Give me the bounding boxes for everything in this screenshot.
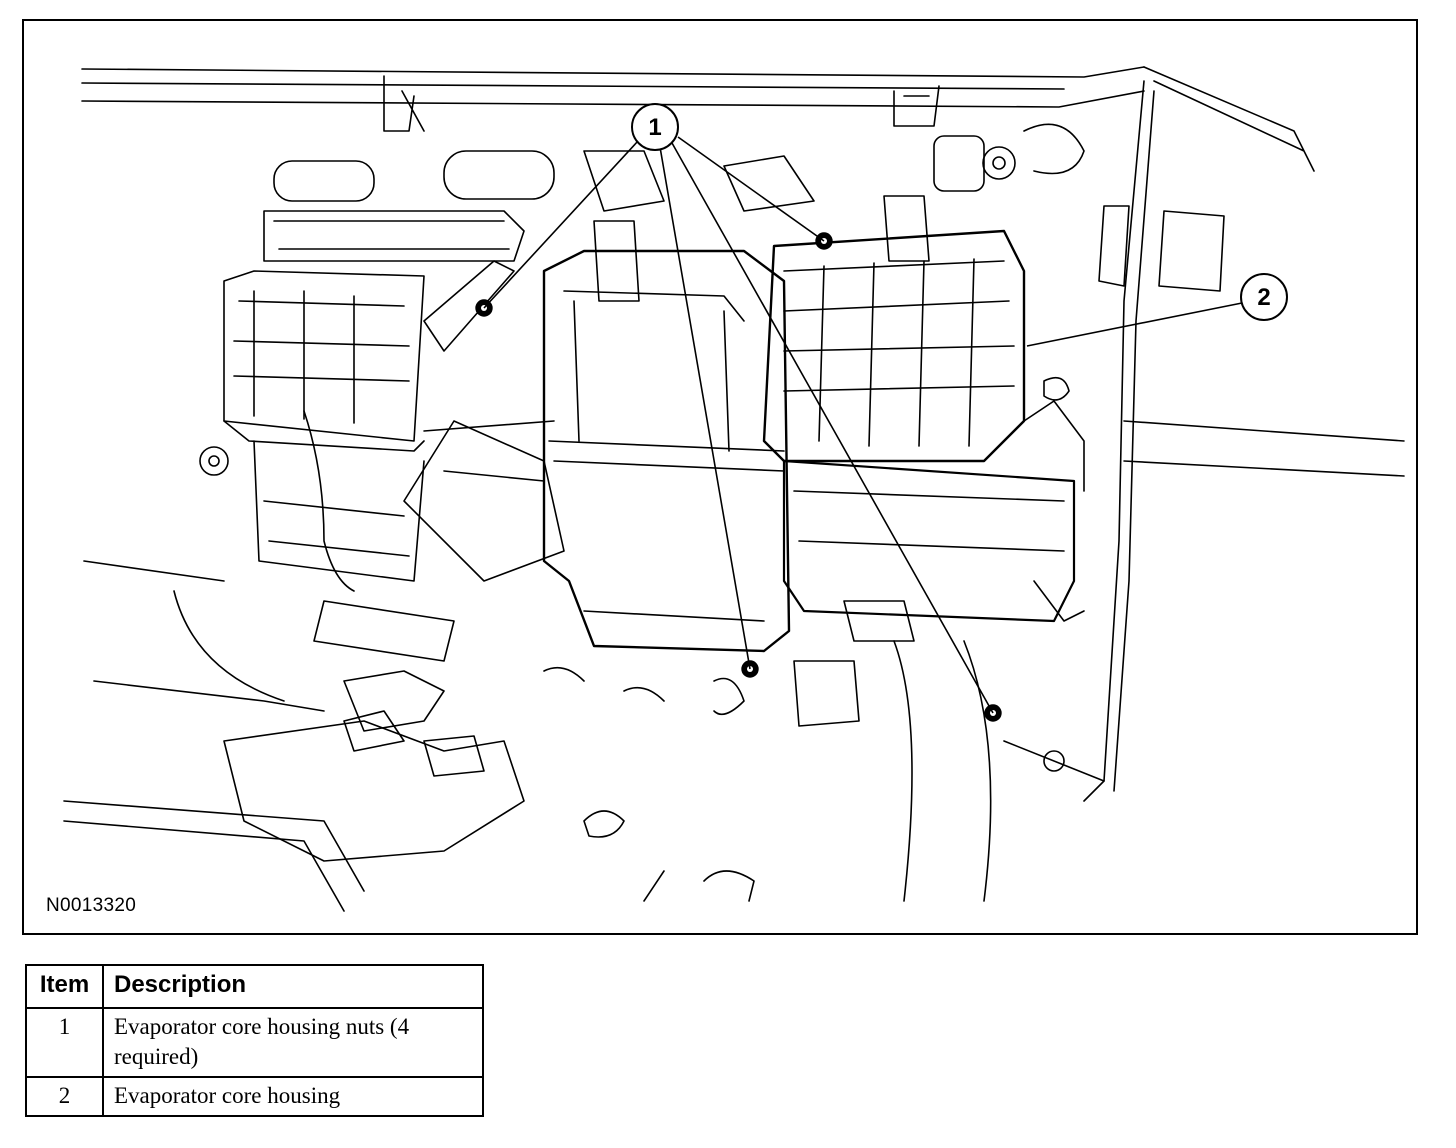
figure-id: N0013320 (46, 895, 137, 916)
illustration-frame: 1 2 N0013320 (22, 19, 1418, 935)
callout-1: 1 (631, 103, 679, 151)
legend-item-description: Evaporator core housing nuts (4 required… (102, 1007, 484, 1078)
callout-1-label: 1 (648, 114, 661, 141)
legend-row: 2 Evaporator core housing (25, 1076, 484, 1117)
legend-item-description: Evaporator core housing (102, 1076, 484, 1117)
legend-header-row: Item Description (25, 964, 484, 1009)
callout-2: 2 (1240, 273, 1288, 321)
legend-item-number: 1 (25, 1007, 104, 1078)
evaporator-housing-illustration: 1 2 (63, 66, 1405, 912)
callout-2-label: 2 (1257, 284, 1270, 311)
legend-item-number: 2 (25, 1076, 104, 1117)
description-header: Description (102, 964, 484, 1009)
legend-table: Item Description 1 Evaporator core housi… (25, 964, 484, 1117)
legend-row: 1 Evaporator core housing nuts (4 requir… (25, 1007, 484, 1078)
item-header: Item (25, 964, 104, 1009)
